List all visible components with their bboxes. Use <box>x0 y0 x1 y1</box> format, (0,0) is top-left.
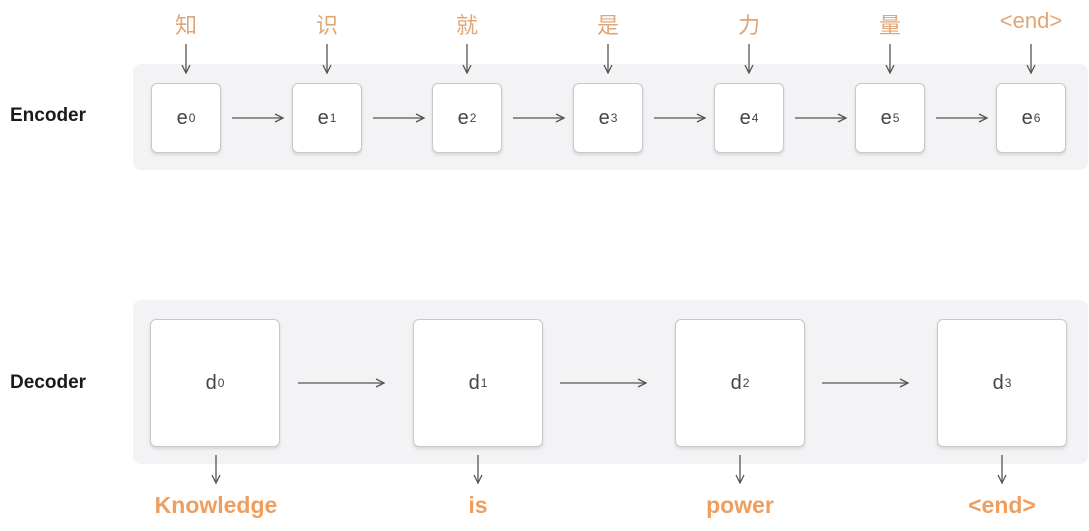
decoder-output-token: is <box>468 492 488 518</box>
node-symbol: e <box>739 106 751 129</box>
decoder-output-token: power <box>706 492 774 518</box>
node-index: 3 <box>1004 376 1012 390</box>
node-index: 4 <box>751 111 759 125</box>
decoder-panel <box>133 300 1088 464</box>
encoder-input-token: 识 <box>315 13 338 38</box>
encoder-input-token: 是 <box>596 13 619 38</box>
node-index: 5 <box>892 111 900 125</box>
node-index: 1 <box>480 376 488 390</box>
node-index: 6 <box>1033 111 1041 125</box>
node-symbol: e <box>880 106 892 129</box>
node-index: 0 <box>217 376 225 390</box>
encoder-input-token: 力 <box>737 13 760 38</box>
decoder-output-token: <end> <box>968 492 1036 518</box>
node-index: 0 <box>188 111 196 125</box>
node-symbol: d <box>730 371 742 394</box>
node-symbol: d <box>992 371 1004 394</box>
decoder-label: Decoder <box>10 372 87 393</box>
node-symbol: e <box>317 106 329 129</box>
node-symbol: d <box>468 371 480 394</box>
node-index: 3 <box>610 111 618 125</box>
encoder-input-token: 量 <box>878 13 901 38</box>
node-symbol: e <box>176 106 188 129</box>
node-index: 1 <box>329 111 337 125</box>
encoder-input-token: 知 <box>174 13 197 38</box>
encoder-label: Encoder <box>10 105 87 126</box>
node-index: 2 <box>742 376 750 390</box>
encoder-input-token: <end> <box>999 8 1063 33</box>
node-symbol: e <box>1021 106 1033 129</box>
decoder-output-token: Knowledge <box>154 492 278 518</box>
node-symbol: e <box>598 106 610 129</box>
encoder-input-token: 就 <box>455 13 478 38</box>
node-index: 2 <box>469 111 477 125</box>
node-symbol: d <box>205 371 217 394</box>
node-symbol: e <box>457 106 469 129</box>
